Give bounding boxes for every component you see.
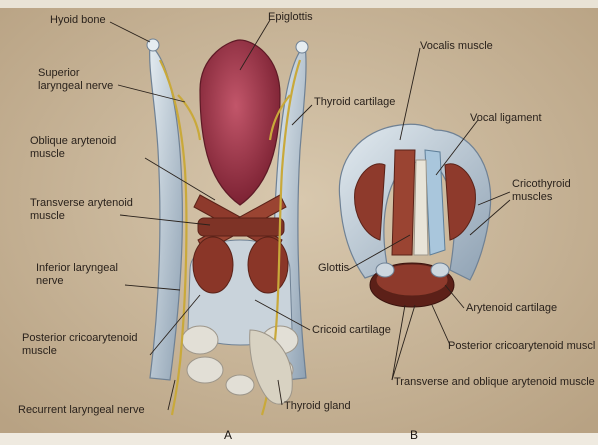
label-recurrent-laryngeal-nerve: Recurrent laryngeal nerve	[18, 404, 145, 417]
label-thyroid-cartilage: Thyroid cartilage	[314, 96, 395, 109]
label-posterior-cricoarytenoid-muscle-b: Posterior cricoarytenoid muscl	[448, 340, 595, 353]
panel-label-b: B	[410, 429, 418, 443]
top-border	[0, 0, 598, 8]
label-cricothyroid-muscles: Cricothyroid muscles	[512, 178, 582, 203]
hyoid-horn-right	[296, 41, 308, 53]
arytenoid-right	[431, 263, 449, 277]
bottom-border	[0, 433, 598, 445]
label-arytenoid-cartilage: Arytenoid cartilage	[466, 302, 557, 315]
label-oblique-arytenoid-muscle: Oblique arytenoid muscle	[30, 135, 138, 160]
arytenoid-left	[376, 263, 394, 277]
label-posterior-cricoarytenoid-muscle-a: Posterior cricoarytenoid muscle	[22, 332, 150, 357]
label-thyroid-gland: Thyroid gland	[284, 400, 351, 413]
posterior-cricoarytenoid-right	[248, 237, 288, 293]
transverse-arytenoid-muscle-shape	[198, 218, 284, 236]
label-inferior-laryngeal-nerve: Inferior laryngeal nerve	[36, 262, 128, 287]
vocalis-muscle-shape	[392, 150, 415, 255]
glottis-shape	[414, 160, 428, 255]
label-hyoid-bone: Hyoid bone	[50, 14, 106, 27]
label-superior-laryngeal-nerve: Superior laryngeal nerve	[38, 67, 126, 92]
label-vocal-ligament: Vocal ligament	[470, 112, 542, 125]
label-vocalis-muscle: Vocalis muscle	[420, 40, 493, 53]
panel-label-a: A	[224, 429, 232, 443]
label-cricoid-cartilage: Cricoid cartilage	[312, 324, 391, 337]
label-glottis: Glottis	[318, 262, 349, 275]
label-epiglottis: Epiglottis	[268, 11, 313, 24]
posterior-cricoarytenoid-left	[193, 237, 233, 293]
hyoid-horn-left	[147, 39, 159, 51]
label-transverse-oblique-arytenoid-muscle: Transverse and oblique arytenoid muscle	[394, 376, 595, 389]
label-transverse-arytenoid-muscle: Transverse arytenoid muscle	[30, 197, 138, 222]
